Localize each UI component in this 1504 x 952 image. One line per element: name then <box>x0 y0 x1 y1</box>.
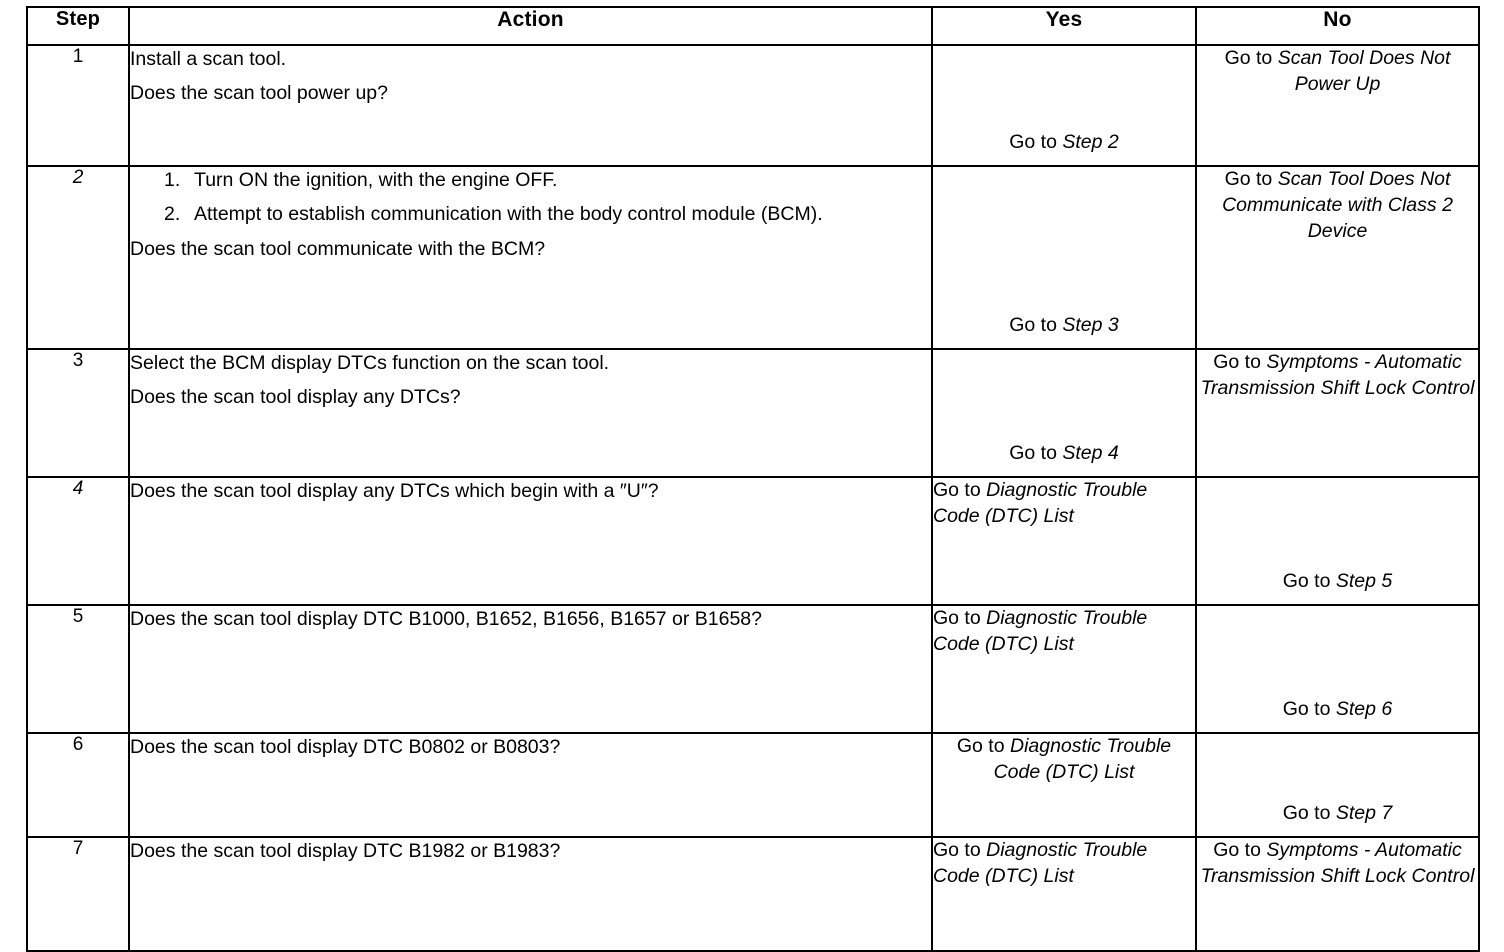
action-substep: Attempt to establish communication with … <box>164 201 823 228</box>
branch-prefix: Go to <box>933 607 987 629</box>
column-header-step: Step <box>26 6 130 46</box>
action-substep: Turn ON the ignition, with the engine OF… <box>164 167 558 194</box>
table-row: 3 Select the BCM display DTCs function o… <box>26 348 1480 478</box>
action-line: Install a scan tool. <box>130 48 287 70</box>
branch-destination: Diagnostic Trouble Code (DTC) List <box>933 839 1148 887</box>
diagnostic-steps-table: Step Action Yes No 1 Install a scan tool… <box>26 6 1480 952</box>
yes-branch-cell: Go to Diagnostic Trouble Code (DTC) List <box>931 476 1197 606</box>
action-line: Does the scan tool display DTC B1000, B1… <box>130 608 762 630</box>
yes-branch-cell: Go to Step 3 <box>931 165 1197 350</box>
no-branch-cell: Go to Step 5 <box>1195 476 1480 606</box>
column-header-no: No <box>1195 6 1480 46</box>
yes-branch-cell: Go to Step 2 <box>931 44 1197 167</box>
branch-destination: Step 4 <box>1062 442 1119 465</box>
branch-prefix: Go to <box>1282 802 1336 825</box>
branch-prefix: Go to <box>933 479 987 501</box>
branch-text: Go to Symptoms - Automatic Transmission … <box>1197 350 1478 402</box>
column-header-yes: Yes <box>931 6 1197 46</box>
action-cell: Select the BCM display DTCs function on … <box>128 348 933 478</box>
page-root: Step Action Yes No 1 Install a scan tool… <box>0 0 1504 920</box>
branch-prefix: Go to <box>933 839 987 861</box>
branch-destination: Step 2 <box>1062 131 1119 154</box>
table-row: 5 Does the scan tool display DTC B1000, … <box>26 604 1480 734</box>
branch-destination: Step 6 <box>1335 698 1393 721</box>
branch-destination: Diagnostic Trouble Code (DTC) List <box>993 735 1172 783</box>
branch-text: Go to Scan Tool Does Not Communicate wit… <box>1197 167 1478 245</box>
table-row: 2 Turn ON the ignition, with the engine … <box>26 165 1480 350</box>
branch-text: Go to Symptoms - Automatic Transmission … <box>1197 838 1478 890</box>
yes-branch-cell: Go to Diagnostic Trouble Code (DTC) List <box>931 836 1197 952</box>
action-line: Does the scan tool display DTC B0802 or … <box>130 736 561 758</box>
branch-destination: Step 3 <box>1062 314 1119 337</box>
branch-text: Go to Step 4 <box>933 441 1195 467</box>
step-number: 1 <box>26 44 130 167</box>
branch-text: Go to Diagnostic Trouble Code (DTC) List <box>933 838 1195 890</box>
branch-text: Go to Scan Tool Does Not Power Up <box>1197 46 1478 98</box>
yes-branch-cell: Go to Step 4 <box>931 348 1197 478</box>
branch-text: Go to Step 5 <box>1197 569 1478 595</box>
branch-text: Go to Diagnostic Trouble Code (DTC) List <box>933 478 1195 530</box>
branch-text: Go to Diagnostic Trouble Code (DTC) List <box>933 606 1195 658</box>
branch-destination: Step 7 <box>1335 802 1393 825</box>
table-row: 4 Does the scan tool display any DTCs wh… <box>26 476 1480 606</box>
action-question: Does the scan tool communicate with the … <box>130 238 546 261</box>
action-line: Does the scan tool display any DTCs? <box>130 385 461 408</box>
no-branch-cell: Go to Step 6 <box>1195 604 1480 734</box>
action-cell: Turn ON the ignition, with the engine OF… <box>128 165 933 350</box>
branch-destination: Diagnostic Trouble Code (DTC) List <box>933 607 1148 655</box>
no-branch-cell: Go to Scan Tool Does Not Communicate wit… <box>1195 165 1480 350</box>
branch-destination: Diagnostic Trouble Code (DTC) List <box>933 479 1148 527</box>
branch-destination: Scan Tool Does Not Power Up <box>1277 47 1451 95</box>
action-substep-list: Turn ON the ignition, with the engine OF… <box>130 167 931 228</box>
branch-prefix: Go to <box>1282 698 1336 721</box>
branch-prefix: Go to <box>956 735 1010 757</box>
table-row: 1 Install a scan tool. Does the scan too… <box>26 44 1480 167</box>
branch-destination: Symptoms - Automatic Transmission Shift … <box>1200 351 1475 399</box>
action-cell: Install a scan tool. Does the scan tool … <box>128 44 933 167</box>
table-row: 6 Does the scan tool display DTC B0802 o… <box>26 732 1480 838</box>
branch-prefix: Go to <box>1009 314 1063 337</box>
yes-branch-cell: Go to Diagnostic Trouble Code (DTC) List <box>931 732 1197 838</box>
step-number: 5 <box>26 604 130 734</box>
action-line: Does the scan tool display any DTCs whic… <box>130 480 659 502</box>
action-cell: Does the scan tool display DTC B0802 or … <box>128 732 933 838</box>
no-branch-cell: Go to Scan Tool Does Not Power Up <box>1195 44 1480 167</box>
branch-prefix: Go to <box>1213 351 1267 373</box>
header-row: Step Action Yes No <box>26 6 1480 46</box>
branch-prefix: Go to <box>1009 131 1063 154</box>
branch-prefix: Go to <box>1282 570 1336 593</box>
branch-destination: Symptoms - Automatic Transmission Shift … <box>1200 839 1475 887</box>
step-number: 6 <box>26 732 130 838</box>
no-branch-cell: Go to Symptoms - Automatic Transmission … <box>1195 348 1480 478</box>
table-body: 1 Install a scan tool. Does the scan too… <box>26 44 1480 952</box>
branch-text: Go to Step 3 <box>933 313 1195 339</box>
action-cell: Does the scan tool display DTC B1000, B1… <box>128 604 933 734</box>
table-header: Step Action Yes No <box>26 6 1480 46</box>
step-number: 4 <box>26 476 130 606</box>
action-cell: Does the scan tool display any DTCs whic… <box>128 476 933 606</box>
column-header-action: Action <box>128 6 933 46</box>
branch-prefix: Go to <box>1213 839 1267 861</box>
branch-prefix: Go to <box>1009 442 1063 465</box>
no-branch-cell: Go to Step 7 <box>1195 732 1480 838</box>
action-line: Select the BCM display DTCs function on … <box>130 352 610 374</box>
branch-destination: Scan Tool Does Not Communicate with Clas… <box>1222 168 1453 242</box>
branch-destination: Step 5 <box>1335 570 1393 593</box>
action-line: Does the scan tool display DTC B1982 or … <box>130 840 561 862</box>
no-branch-cell: Go to Symptoms - Automatic Transmission … <box>1195 836 1480 952</box>
yes-branch-cell: Go to Diagnostic Trouble Code (DTC) List <box>931 604 1197 734</box>
step-number: 7 <box>26 836 130 952</box>
step-number: 3 <box>26 348 130 478</box>
action-line: Does the scan tool power up? <box>130 81 388 104</box>
branch-prefix: Go to <box>1224 47 1278 69</box>
action-cell: Does the scan tool display DTC B1982 or … <box>128 836 933 952</box>
table-row: 7 Does the scan tool display DTC B1982 o… <box>26 836 1480 952</box>
branch-text: Go to Step 7 <box>1197 801 1478 827</box>
branch-text: Go to Diagnostic Trouble Code (DTC) List <box>933 734 1195 786</box>
branch-text: Go to Step 2 <box>933 130 1195 156</box>
branch-text: Go to Step 6 <box>1197 697 1478 723</box>
branch-prefix: Go to <box>1224 168 1278 190</box>
step-number: 2 <box>26 165 130 350</box>
